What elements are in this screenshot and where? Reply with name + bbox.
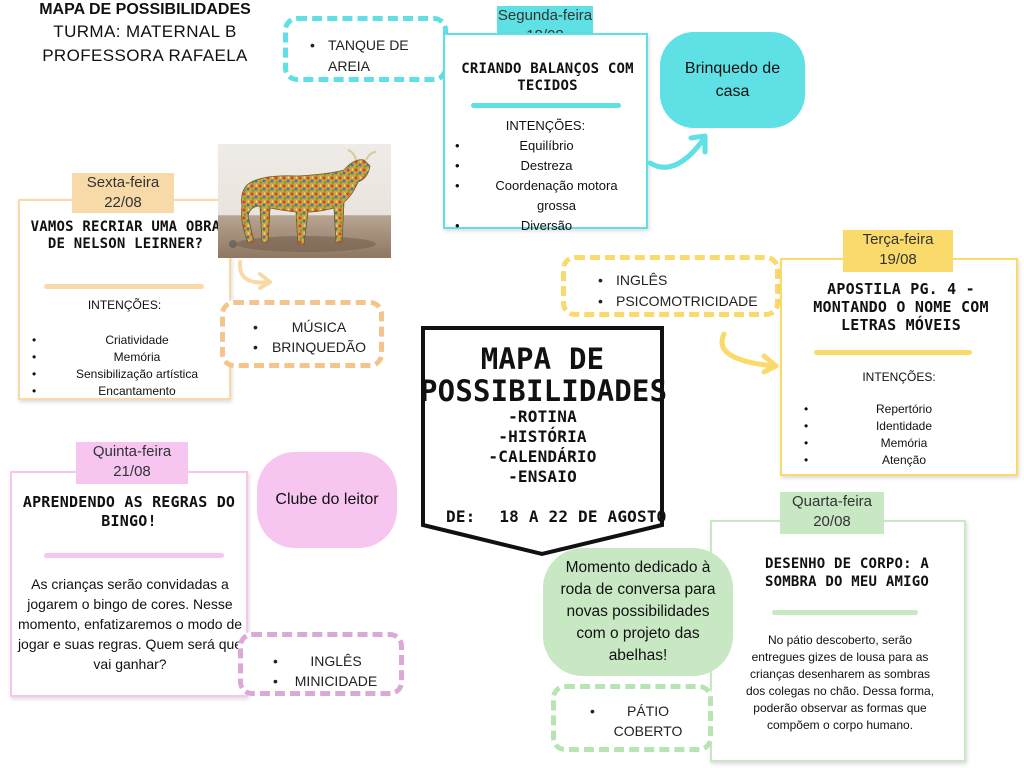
monday-intention-3: Coordenação motora grossa [495,178,618,213]
thursday-side-box: INGLÊS MINICIDADE [238,632,404,696]
tuesday-intention-2: Identidade [875,419,933,433]
center-title-line1: MAPA DE [480,342,605,376]
friday-side-item-2: BRINQUEDÃO [253,337,367,357]
center-item-historia: -HISTÓRIA [498,427,587,446]
monday-intention-1: Equilíbrio [519,138,574,153]
friday-side-box: MÚSICA BRINQUEDÃO [220,300,384,368]
monday-bubble: Brinquedo de casa [660,32,805,128]
wednesday-side-item: PÁTIO COBERTO [590,701,688,741]
tuesday-side-box: INGLÊS PSICOMOTRICIDADE [561,255,780,317]
center-item-rotina: -ROTINA [508,407,577,426]
monday-intention-4: Diversão [520,218,573,233]
tuesday-intention-4: Atenção [881,453,927,467]
tuesday-intention-3: Memória [880,436,928,450]
teacher-name: PROFESSORA RAFAELA [42,46,248,65]
wednesday-bubble: Momento dedicado à roda de conversa para… [543,548,733,676]
friday-day: Sexta-feira [86,174,160,191]
friday-card: VAMOS RECRIAR UMA OBRA DE NELSON LEIRNER… [18,199,231,400]
monday-side-box: TANQUE DE AREIA [283,16,448,82]
wednesday-underline [772,610,918,615]
cow-sculpture-image [218,144,391,258]
center-date-prefix: DE: [446,507,476,526]
class-name: TURMA: MATERNAL B [53,22,237,41]
monday-side-item: TANQUE DE AREIA [310,35,443,77]
wednesday-day-tag: Quarta-feira 20/08 [780,492,884,534]
tuesday-day-tag: Terça-feira 19/08 [843,230,953,272]
wednesday-day: Quarta-feira [791,493,873,510]
friday-day-tag: Sexta-feira 22/08 [72,173,174,213]
thursday-side-item-2: MINICIDADE [273,671,381,691]
friday-intention-3: Sensibilização artística [75,367,199,381]
thursday-bubble: Clube do leitor [257,452,397,548]
page-header: MAPA DE POSSIBILIDADES TURMA: MATERNAL B… [20,0,270,68]
tuesday-side-item-1: INGLÊS [598,270,775,291]
center-date-range: 18 A 22 DE AGOSTO [499,507,667,526]
tuesday-intention-1: Repertório [875,402,933,416]
monday-intention-2: Destreza [520,158,573,173]
thursday-text: As crianças serão convidadas a jogarem o… [17,576,243,672]
tuesday-day: Terça-feira [862,231,934,248]
tuesday-intentions-label: INTENÇÕES: [862,370,936,384]
monday-intentions-label: INTENÇÕES: [505,118,586,133]
friday-title: VAMOS RECRIAR UMA OBRA DE NELSON LEIRNER… [30,219,221,252]
tuesday-title: APOSTILA PG. 4 - MONTANDO O NOME COM LET… [813,280,989,334]
thursday-side-item-1: INGLÊS [273,651,381,671]
thursday-day-tag: Quinta-feira 21/08 [76,442,188,484]
thursday-date: 21/08 [113,463,151,480]
friday-intention-2: Memória [113,350,161,364]
friday-date: 22/08 [104,194,142,211]
monday-arrow-icon [647,133,708,170]
monday-card: CRIANDO BALANÇOS COM TECIDOS INTENÇÕES: … [443,33,648,233]
friday-underline [44,284,204,289]
wednesday-card: DESENHO DE CORPO: A SOMBRA DO MEU AMIGO … [710,520,966,762]
tuesday-date: 19/08 [879,251,917,268]
friday-side-item-1: MÚSICA [253,317,367,337]
tuesday-underline [814,350,972,355]
friday-arrow-icon [237,260,272,290]
thursday-card: APRENDENDO AS REGRAS DO BINGO! As crianç… [10,471,248,697]
page-title: MAPA DE POSSIBILIDADES [39,1,251,18]
tuesday-card: APOSTILA PG. 4 - MONTANDO O NOME COM LET… [780,258,1018,476]
center-banner-shape [421,326,664,557]
monday-underline [471,103,621,108]
monday-title: CRIANDO BALANÇOS COM TECIDOS [461,61,634,94]
thursday-day: Quinta-feira [92,443,172,460]
wednesday-date: 20/08 [813,513,851,530]
friday-intention-1: Criatividade [105,333,169,347]
friday-intention-4: Encantamento [98,384,176,398]
wednesday-text: No pátio descoberto, serão entregues giz… [745,633,935,732]
wednesday-title: DESENHO DE CORPO: A SOMBRA DO MEU AMIGO [765,556,929,590]
tuesday-arrow-icon [719,331,779,375]
center-item-calendario: -CALENDÁRIO [488,447,597,466]
center-title-line2: POSSIBILIDADES [420,374,668,408]
thursday-underline [44,553,224,558]
tuesday-side-item-2: PSICOMOTRICIDADE [598,291,775,312]
center-banner: MAPA DE POSSIBILIDADES -ROTINA -HISTÓRIA… [420,325,668,557]
friday-intentions-label: INTENÇÕES: [87,298,162,312]
center-item-ensaio: -ENSAIO [508,467,577,486]
monday-day: Segunda-feira [497,7,593,24]
thursday-title: APRENDENDO AS REGRAS DO BINGO! [22,493,236,530]
wednesday-side-box: PÁTIO COBERTO [551,684,713,752]
